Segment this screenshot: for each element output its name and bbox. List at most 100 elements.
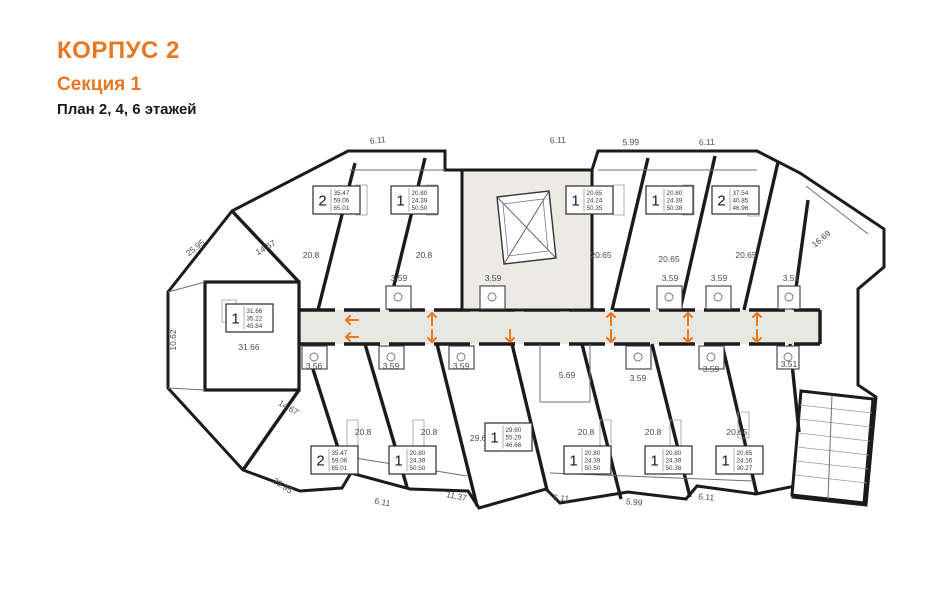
- bathroom: [776, 345, 800, 370]
- dimension-label: 3.59: [630, 373, 647, 383]
- down-arrow-icon: [606, 329, 616, 343]
- dimension-label: 20.8: [303, 250, 320, 260]
- dimension-label: 6.11: [374, 496, 392, 509]
- unit-type: 1: [650, 453, 658, 470]
- dimension-label: 3.59: [703, 364, 720, 374]
- unit-area: 40.85: [733, 198, 749, 205]
- dimension-label: 20.65: [658, 254, 680, 264]
- dimension-label: 3.51: [783, 273, 800, 283]
- unit-area: 37.54: [733, 190, 749, 197]
- dimension-label: 20.8: [355, 427, 372, 437]
- unit-area: 59.06: [334, 198, 350, 205]
- dimension-label: 29.6: [470, 433, 487, 443]
- up-arrow-icon: [683, 312, 693, 326]
- unit-area: 29.60: [506, 427, 522, 434]
- unit-type: 2: [316, 453, 324, 470]
- dimension-label: 20.65: [590, 250, 612, 260]
- bathroom: [625, 345, 652, 370]
- bathroom: [479, 285, 506, 310]
- bathroom: [656, 285, 683, 310]
- unit-area: 24.39: [666, 458, 682, 465]
- unit-area: 50.38: [667, 205, 683, 212]
- bathroom: [448, 345, 475, 370]
- dimension-label: 6.11: [550, 135, 567, 146]
- unit-area: 20.65: [737, 450, 753, 457]
- unit-area: 24.16: [737, 458, 753, 465]
- dimension-label: 6.11: [699, 137, 716, 148]
- unit-area: 20.80: [666, 450, 682, 457]
- unit-type: 1: [231, 311, 239, 328]
- bathrooms: [301, 285, 801, 370]
- unit-area: 24.39: [410, 458, 426, 465]
- unit-area: 65.01: [332, 465, 348, 472]
- building-title: КОРПУС 2: [57, 37, 180, 64]
- unit-type: 2: [717, 193, 725, 210]
- unit-area: 65.01: [334, 205, 350, 212]
- unit-area: 46.96: [733, 205, 749, 212]
- dimension-label: 31.66: [238, 342, 260, 352]
- dimension-label: 3.59: [453, 361, 470, 371]
- unit-area: 50.50: [410, 465, 426, 472]
- bathroom: [385, 285, 412, 310]
- dimension-label: 6.11: [698, 491, 715, 502]
- unit-area: 35.47: [332, 450, 348, 457]
- dimension-label: 3.56: [306, 361, 323, 371]
- unit-area: 46.66: [506, 442, 522, 449]
- unit-type: 1: [396, 193, 404, 210]
- entry-arrows: [345, 312, 762, 343]
- dimension-label: 6.11: [369, 134, 386, 146]
- unit-area: 31.66: [247, 308, 263, 315]
- unit-area: 50.38: [666, 465, 682, 472]
- dimension-label: 10.62: [168, 329, 178, 351]
- section-title: Секция 1: [57, 74, 142, 95]
- bathroom: [698, 345, 725, 370]
- unit-area: 20.80: [410, 450, 426, 457]
- unit-area: 30.27: [737, 465, 753, 472]
- dimension-label: 20.65: [735, 250, 757, 260]
- unit-type: 2: [318, 193, 326, 210]
- bathroom: [301, 345, 328, 370]
- unit-area: 24.39: [667, 198, 683, 205]
- down-arrow-icon: [505, 329, 515, 343]
- unit-area: 20.80: [667, 190, 683, 197]
- unit-area: 55.29: [506, 435, 522, 442]
- dimension-label: 5.99: [626, 496, 644, 507]
- dimension-label: 11.37: [445, 489, 468, 503]
- dimension-label: 3.59: [485, 273, 502, 283]
- dimension-label: 20.8: [578, 427, 595, 437]
- unit-area: 35.22: [247, 316, 263, 323]
- top-unit-walls: [316, 155, 869, 311]
- dimension-label: 20.65: [726, 427, 748, 437]
- unit-area: 20.65: [587, 190, 603, 197]
- unit-type: 1: [651, 193, 659, 210]
- left-arrow-icon: [345, 332, 359, 342]
- up-arrow-icon: [606, 312, 616, 326]
- plan-header: КОРПУС 2 Секция 1 План 2, 4, 6 этажей: [57, 36, 197, 118]
- corridor: [299, 308, 822, 346]
- unit-area: 24.39: [412, 198, 428, 205]
- dimension-label: 20.8: [416, 250, 433, 260]
- dimension-label: 5.69: [559, 370, 576, 380]
- left-arrow-icon: [345, 315, 359, 325]
- unit-area: 50.50: [585, 465, 601, 472]
- left-apartment: [167, 209, 301, 471]
- unit-type: 1: [569, 453, 577, 470]
- elevator-shaft: [496, 190, 557, 265]
- down-arrow-icon: [427, 329, 437, 343]
- dimension-label: 20.8: [645, 427, 662, 437]
- unit-type: 1: [571, 193, 579, 210]
- up-arrow-icon: [427, 312, 437, 326]
- unit-area: 20.80: [585, 450, 601, 457]
